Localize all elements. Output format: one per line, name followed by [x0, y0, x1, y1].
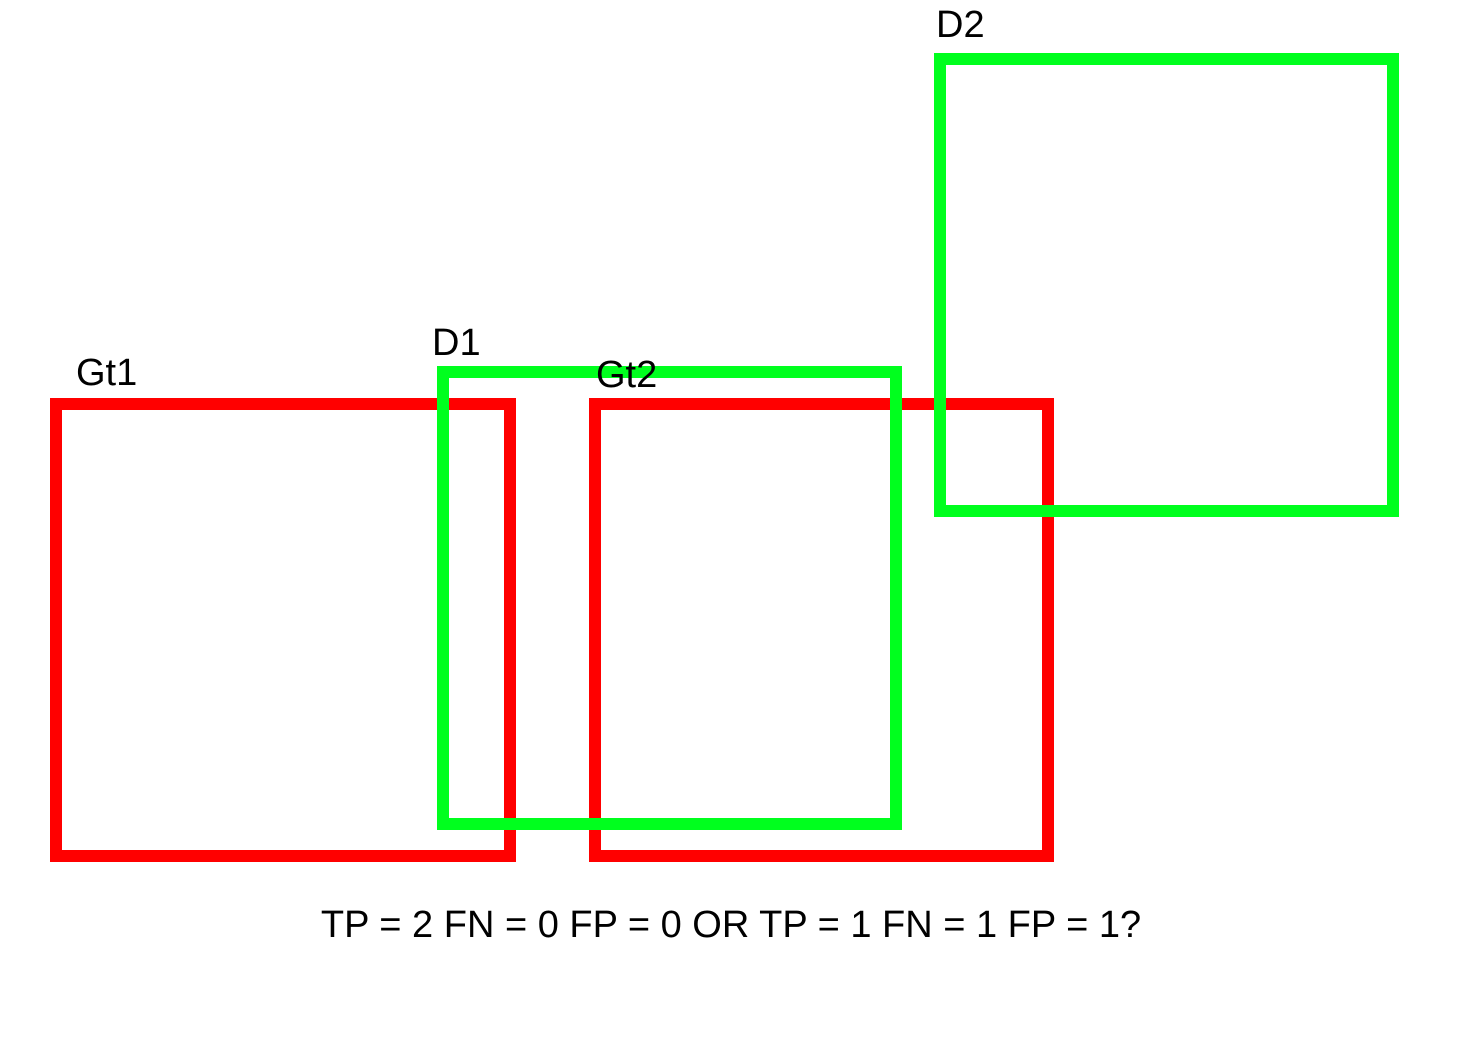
question-text: TP = 2 FN = 0 FP = 0 OR TP = 1 FN = 1 FP…	[320, 904, 1142, 946]
detection-box-d2	[934, 53, 1399, 517]
d2-label: D2	[936, 4, 985, 46]
detection-box-d1	[437, 366, 902, 830]
gt2-label: Gt2	[596, 354, 658, 396]
gt1-label: Gt1	[76, 352, 138, 394]
ground-truth-box-gt1	[50, 398, 516, 862]
d1-label: D1	[432, 322, 481, 364]
